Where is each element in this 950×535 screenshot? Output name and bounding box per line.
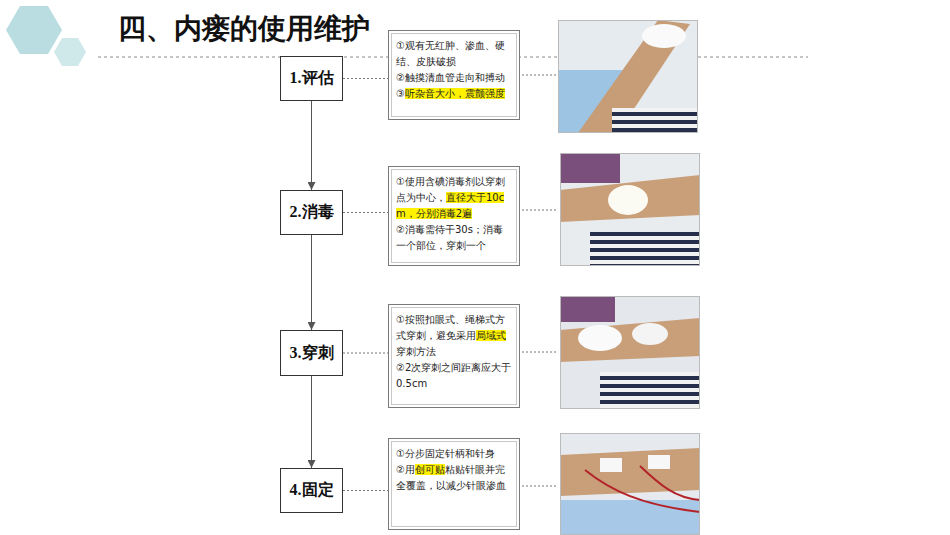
step-box: 2.消毒 — [280, 190, 343, 235]
description-item: ②消毒需待干30s；消毒一个部位，穿刺一个 — [396, 222, 512, 254]
blue-drape — [560, 500, 700, 535]
title-text: 四、内瘘的使用维护 — [118, 12, 370, 45]
blood-tubing — [640, 466, 700, 500]
step-box: 4.固定 — [280, 468, 343, 513]
tape-strip — [600, 458, 622, 472]
leader-line — [522, 352, 558, 353]
photo-puncture — [560, 296, 700, 409]
photo-frame — [561, 154, 700, 266]
flow-arrow — [311, 235, 312, 330]
striped-sleeve — [612, 108, 698, 133]
slide-title: 四、内瘘的使用维护 — [118, 10, 370, 48]
step-box: 1.评估 — [280, 56, 343, 101]
striped-sleeve — [600, 372, 700, 409]
description-item: ①使用含碘消毒剂以穿刺点为中心，直径大于10cm，分别消毒2遍 — [396, 174, 512, 222]
dashed-connector — [343, 78, 388, 79]
description-text: ①分步固定针柄和针身 — [396, 448, 495, 459]
gloved-hand — [642, 24, 686, 48]
gloved-hand — [578, 325, 622, 351]
purple-sleeve — [560, 153, 620, 183]
description-text: ①观有无红肿、渗血、硬结、皮肤破损 — [396, 40, 505, 67]
forearm — [560, 448, 700, 496]
highlighted-text: 创可贴 — [415, 464, 445, 475]
step-label: 2.消毒 — [290, 202, 334, 223]
photo-disinfection — [560, 153, 700, 266]
highlighted-text: 听杂音大小，震颤强度 — [405, 88, 505, 99]
description-item: ②触摸清血管走向和搏动 — [396, 70, 512, 86]
leader-line — [522, 210, 558, 211]
description-item: ②用创可贴粘贴针眼并完全覆盖，以减少针眼渗血 — [396, 462, 512, 494]
description-item: ①按照扣眼式、绳梯式方式穿刺，避免采用局域式穿刺方法 — [396, 312, 512, 360]
step-label: 4.固定 — [290, 480, 334, 501]
photo-frame — [561, 434, 700, 535]
photo-frame — [561, 297, 700, 409]
dashed-connector — [343, 212, 388, 213]
description-box: ①分步固定针柄和针身 ②用创可贴粘贴针眼并完全覆盖，以减少针眼渗血 — [388, 438, 520, 530]
description-box: ①使用含碘消毒剂以穿刺点为中心，直径大于10cm，分别消毒2遍②消毒需待干30s… — [388, 166, 520, 266]
description-item: ①分步固定针柄和针身 — [396, 446, 512, 462]
hexagon-decoration — [54, 38, 86, 66]
description-text: ③ — [396, 88, 405, 99]
dashed-connector — [343, 353, 388, 354]
description-item: ③听杂音大小，震颤强度 — [396, 86, 512, 102]
striped-sleeve — [590, 232, 700, 266]
blood-tubing — [585, 470, 700, 512]
flow-arrow — [311, 376, 312, 468]
connector-group — [312, 79, 389, 491]
description-text: ②用 — [396, 464, 415, 475]
gauze-swab — [608, 185, 648, 215]
tape-strip — [648, 455, 670, 469]
photo-ground — [560, 433, 700, 535]
description-text: ②触摸清血管走向和搏动 — [396, 72, 505, 83]
description-text: ②消毒需待干30s；消毒一个部位，穿刺一个 — [396, 224, 503, 251]
description-box: ①按照扣眼式、绳梯式方式穿刺，避免采用局域式穿刺方法②2次穿刺之间距离应大于0.… — [388, 304, 520, 408]
dashed-connector — [343, 490, 388, 491]
forearm — [560, 318, 700, 362]
description-text: 穿刺方法 — [396, 346, 436, 357]
flow-arrow — [311, 101, 312, 190]
description-text: ②2次穿刺之间距离应大于0.5cm — [396, 362, 511, 389]
gloved-hand — [632, 323, 668, 345]
step-label: 1.评估 — [290, 68, 334, 89]
highlighted-text: 局域式 — [476, 330, 506, 341]
forearm — [560, 175, 700, 222]
photo-fixation — [560, 433, 700, 535]
description-box: ①观有无红肿、渗血、硬结、皮肤破损 ②触摸清血管走向和搏动 ③听杂音大小，震颤强度 — [388, 30, 520, 120]
photo-frame — [559, 21, 698, 133]
leader-line — [522, 486, 558, 487]
leader-line — [522, 75, 556, 76]
purple-sleeve — [560, 296, 615, 322]
step-box: 3.穿刺 — [280, 330, 343, 376]
description-item: ②2次穿刺之间距离应大于0.5cm — [396, 360, 512, 392]
hexagon-decoration — [6, 6, 62, 54]
photo-assessment — [558, 20, 698, 133]
description-item: ①观有无红肿、渗血、硬结、皮肤破损 — [396, 38, 512, 70]
step-label: 3.穿刺 — [290, 343, 334, 364]
